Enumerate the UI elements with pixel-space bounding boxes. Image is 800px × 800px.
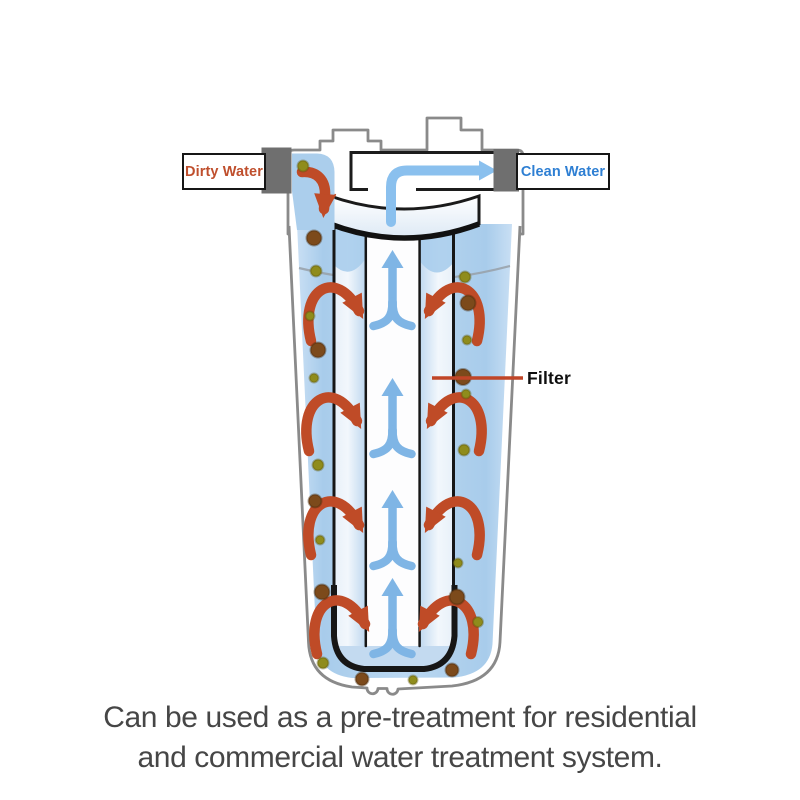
dirty-water-label-text: Dirty Water <box>185 163 263 180</box>
clean-water-outlet-arrow <box>386 165 484 227</box>
caption-line-1: Can be used as a pre-treatment for resid… <box>103 701 697 734</box>
inlet-port <box>261 147 292 194</box>
caption-line-2: and commercial water treatment system. <box>137 740 663 774</box>
filter-media-left <box>333 214 366 646</box>
clean-water-flow-arrows <box>374 160 497 655</box>
filter-media-right <box>418 214 455 646</box>
cartridge-bottom-rim <box>331 585 458 672</box>
filter-label: Filter <box>527 368 571 388</box>
outlet-port <box>493 149 519 192</box>
clean-water-label-text: Clean Water <box>520 163 606 180</box>
caption: Can be used as a pre-treatment for resid… <box>0 698 800 777</box>
clean-water-label: Clean Water <box>516 153 610 190</box>
dirty-water-label: Dirty Water <box>182 153 266 190</box>
sediment-particles-olive <box>296 159 484 686</box>
